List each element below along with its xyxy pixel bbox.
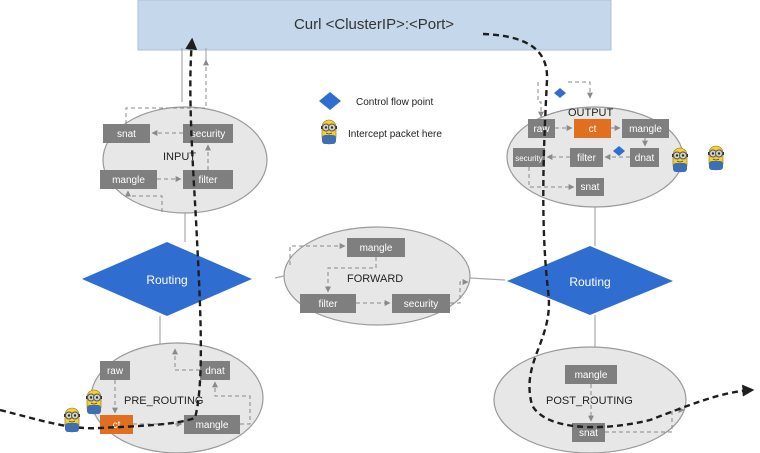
output-label: OUTPUT [568,107,614,119]
packet-route [0,32,755,430]
post-mangle-label: mangle [575,370,608,381]
post-routing-label: POST_ROUTING [546,395,633,407]
post-routing-chain: POST_ROUTING mangle snat [493,346,687,453]
input-label: INPUT [163,151,196,163]
output-raw-box [528,119,555,138]
pre-mangle-label: mangle [196,420,229,431]
diamond-icon [319,92,341,110]
routing-right-label: Routing [569,275,610,289]
output-security-box [513,148,545,167]
output-snat-box [576,178,604,196]
minion-icon [85,389,103,415]
input-chain: INPUT snat security mangle filter [100,59,268,214]
minion-icon [671,147,689,173]
minion-icon [63,407,81,433]
forward-security-box [392,294,450,313]
output-dnat-label: dnat [635,153,655,164]
forward-mangle-label: mangle [360,243,393,254]
curl-header: Curl <ClusterIP>:<Port> [137,0,612,51]
pre-mangle-box [184,415,240,434]
routing-left-label: Routing [146,273,187,287]
minion-icon [707,145,725,171]
forward-filter-label: filter [319,299,339,310]
post-routing-ellipse [493,346,687,453]
routing-right-diamond [507,246,673,315]
legend-diamond-label: Control flow point [356,97,433,108]
legend-minion-label: Intercept packet here [348,129,442,140]
routing-left: Routing [82,242,252,316]
output-security-label: security [515,154,543,163]
output-raw-label: raw [533,124,550,135]
output-ct-box [574,119,611,138]
input-snat-label: snat [117,129,136,140]
pre-ct-label: ct [113,420,121,431]
pre-ct-box [100,415,133,434]
chain-links [159,48,596,348]
output-ct-label: ct [589,124,597,135]
routing-right: Routing [507,246,673,315]
routing-left-diamond [82,242,252,316]
pre-raw-label: raw [107,366,124,377]
input-snat-box [103,124,150,143]
pre-routing-label: PRE_ROUTING [124,395,203,407]
post-snat-label: snat [579,428,598,439]
input-filter-label: filter [199,175,219,186]
post-mangle-box [565,365,617,384]
input-mangle-box [100,170,157,189]
outbound-route [482,32,755,429]
output-dnat-box [630,148,659,167]
forward-filter-box [300,294,356,313]
inbound-route [0,37,203,430]
minion-icon [320,119,338,145]
output-filter-box [570,148,603,167]
output-control-flow-icon [554,88,566,98]
output-chain: OUTPUT raw ct mangle security filter dna… [506,81,684,208]
forward-mangle-box [347,238,405,257]
output-mangle-label: mangle [629,124,662,135]
output-snat-label: snat [581,182,600,193]
output-mangle-box [622,119,669,138]
curl-label: Curl <ClusterIP>:<Port> [294,16,454,33]
forward-label: FORWARD [347,273,403,285]
pre-dnat-label: dnat [205,366,225,377]
forward-security-label: security [404,299,438,310]
pre-routing-chain: PRE_ROUTING raw dnat ct mangle [90,342,264,453]
legend: Control flow point Intercept packet here [319,92,442,145]
input-security-label: security [191,129,225,140]
curl-box [137,0,612,51]
forward-chain: FORWARD mangle filter security [283,226,471,326]
input-filter-box [183,170,233,189]
output-filter-label: filter [577,153,597,164]
pre-raw-box [100,361,130,380]
dnat-control-flow-icon [613,146,625,156]
input-security-box [183,124,233,143]
input-mangle-label: mangle [112,175,145,186]
pre-dnat-box [200,361,230,380]
